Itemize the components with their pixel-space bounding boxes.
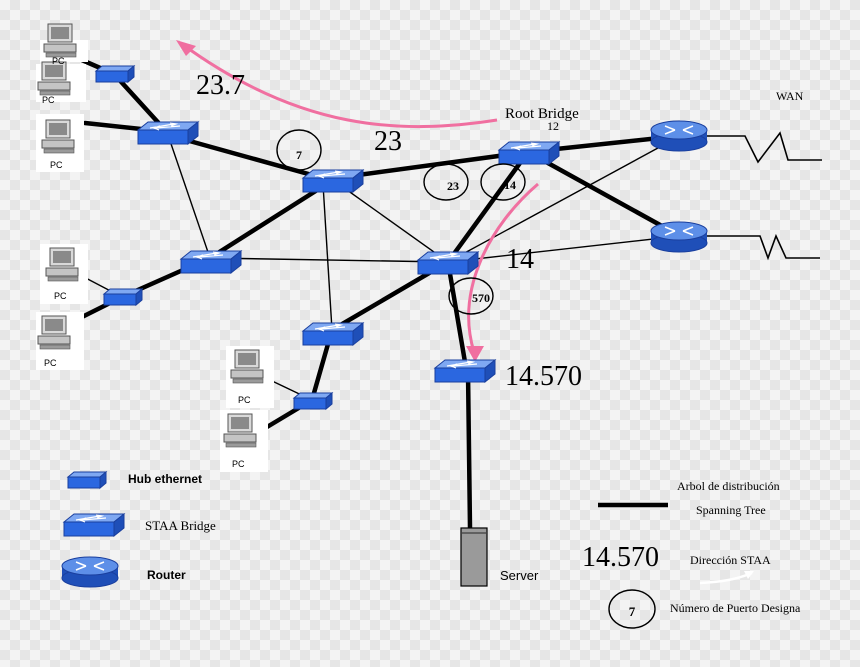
pc-label: PC — [44, 358, 57, 368]
pc-label: PC — [232, 459, 245, 469]
pc-label: PC — [50, 160, 63, 170]
bridge-icon[interactable] — [302, 322, 364, 346]
root-bridge-icon[interactable] — [498, 141, 560, 165]
pc-label: PC — [238, 395, 251, 405]
pc-group — [36, 23, 274, 472]
pc-icon[interactable] — [37, 61, 71, 96]
port-number: 14 — [504, 178, 516, 192]
path-cost-label: 23.7 — [196, 70, 245, 101]
bridge-icon[interactable] — [434, 359, 496, 383]
wan-label: WAN — [776, 89, 804, 103]
bridge-icon[interactable] — [137, 121, 199, 145]
hub-icon[interactable] — [103, 288, 143, 306]
legend-port-label: Número de Puerto Designa — [670, 601, 801, 615]
pc-label: PC — [54, 291, 67, 301]
arrow-head-icon — [744, 571, 754, 579]
pc-icon[interactable] — [230, 349, 264, 384]
legend-direction-arrow — [699, 571, 753, 585]
staa-arrows — [181, 42, 539, 353]
legend-bridge-icon — [63, 513, 125, 537]
port-circles — [276, 129, 526, 315]
port-number: 7 — [296, 148, 302, 162]
hub-icon[interactable] — [293, 392, 333, 410]
legend-bridge-label: STAA Bridge — [145, 518, 216, 533]
pc-icon[interactable] — [37, 315, 71, 350]
hub-icon[interactable] — [95, 65, 135, 83]
root-bridge-id: 12 — [547, 119, 559, 133]
legend: Hub ethernet STAA Bridge Router Arbol de… — [61, 471, 801, 629]
legend-hub-label: Hub ethernet — [128, 472, 202, 486]
path-cost-label: 14.570 — [505, 361, 582, 392]
pc-icon[interactable] — [41, 119, 75, 154]
wan-links — [706, 131, 822, 261]
legend-tree-label-2: Spanning Tree — [696, 503, 766, 517]
legend-hub-icon — [67, 471, 107, 489]
pc-icon[interactable] — [223, 413, 257, 448]
pc-icon[interactable] — [43, 23, 77, 58]
server-icon[interactable] — [460, 527, 488, 587]
port-number: 23 — [447, 179, 459, 193]
bridge-icon[interactable] — [417, 251, 479, 275]
bridge-icon[interactable] — [180, 250, 242, 274]
arrow-head-icon — [176, 40, 196, 56]
legend-direction-label: Dirección STAA — [690, 553, 771, 567]
legend-tree-label-1: Arbol de distribución — [677, 479, 780, 493]
arrow-head-icon — [466, 346, 484, 362]
thin-links — [167, 134, 681, 331]
bridge-icon[interactable] — [302, 169, 364, 193]
path-cost-label: 23 — [374, 126, 402, 157]
legend-port-circle — [608, 589, 656, 629]
pc-label: PC — [52, 56, 65, 66]
server-label: Server — [500, 568, 539, 583]
pc-label: PC — [42, 95, 55, 105]
legend-port-value: 7 — [629, 604, 636, 619]
legend-direction-value: 14.570 — [582, 542, 659, 573]
root-bridge-label: Root Bridge — [505, 106, 579, 122]
legend-router-label: Router — [147, 568, 186, 582]
router-icon[interactable] — [650, 221, 708, 253]
legend-router-icon — [61, 556, 119, 588]
path-cost-label: 14 — [506, 244, 534, 275]
port-number: 570 — [472, 291, 490, 305]
router-icon[interactable] — [650, 120, 708, 152]
pc-icon[interactable] — [45, 247, 79, 282]
